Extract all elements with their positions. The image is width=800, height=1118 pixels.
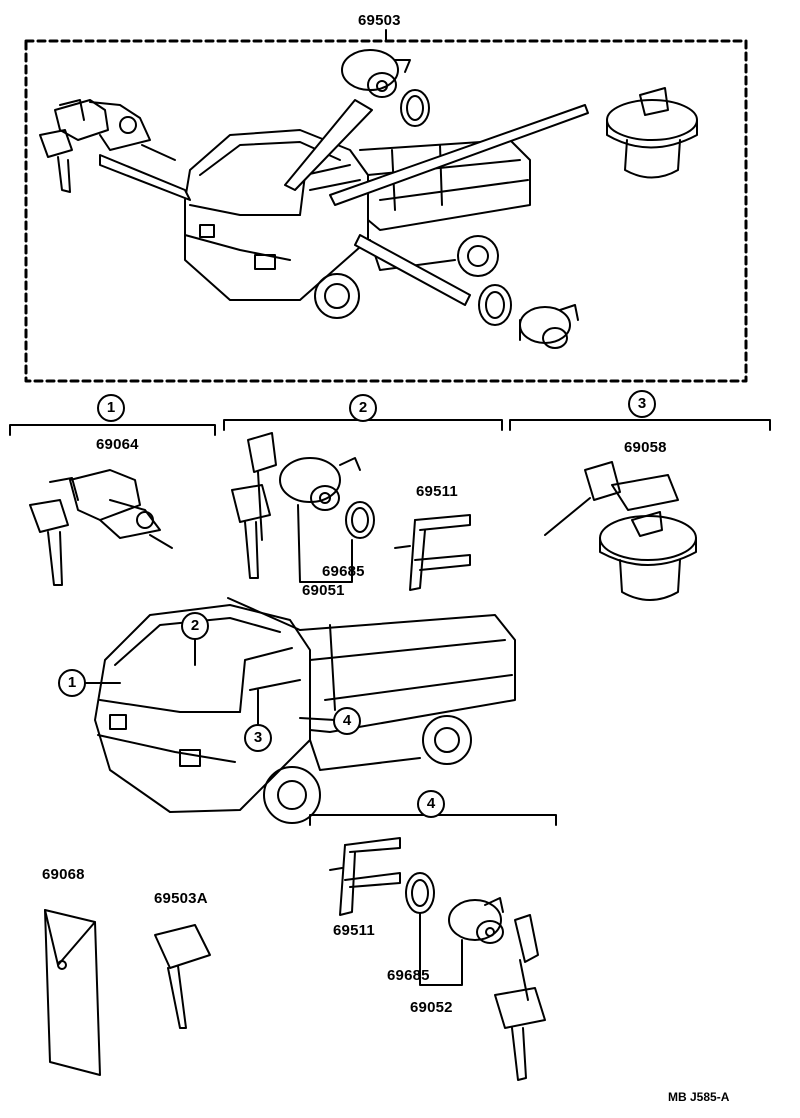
part-label-69511-rear: 69511 [333, 922, 375, 939]
top-door-cylinder-icon [341, 49, 430, 127]
part-label-69058: 69058 [624, 439, 667, 456]
fuel-cap-69058-icon [544, 461, 697, 601]
middle-truck-illustration [94, 597, 516, 824]
group3-bracket [509, 419, 771, 431]
key-blank-69503A-icon [154, 924, 211, 1029]
key-case-69068-icon [44, 909, 101, 1076]
group-marker-4: 4 [417, 790, 445, 818]
truck-callout-4: 4 [333, 707, 361, 735]
top-rear-cylinder-icon [478, 284, 579, 349]
part-label-69503: 69503 [358, 12, 401, 29]
retainer-69511-icon [394, 514, 471, 591]
top-fuel-cap-icon [606, 87, 698, 179]
group-marker-2: 2 [349, 394, 377, 422]
group-marker-1: 1 [97, 394, 125, 422]
top-pointer-arrows [99, 99, 589, 306]
part-label-69685-door: 69685 [322, 563, 365, 580]
top-truck-illustration [184, 129, 531, 319]
part-label-69064: 69064 [96, 436, 139, 453]
retainer-rear-69511-icon [329, 837, 401, 916]
part-label-69052: 69052 [410, 999, 453, 1016]
part-label-69685-rear: 69685 [387, 967, 430, 984]
part-label-69511-door: 69511 [416, 483, 458, 500]
callout4-leader [299, 717, 336, 721]
diagram-reference-code: MB J585-A [668, 1090, 730, 1104]
part-label-69051: 69051 [302, 582, 345, 599]
door-cylinder-69051-icon [231, 432, 375, 583]
part-label-69503A: 69503A [154, 890, 208, 907]
kit-dashed-box [24, 39, 748, 383]
group-marker-3: 3 [628, 390, 656, 418]
ignition-cylinder-69064-icon [29, 469, 173, 586]
part-label-69068: 69068 [42, 866, 85, 883]
truck-callout-3: 3 [244, 724, 272, 752]
rear-cylinder-69052-icon [405, 872, 546, 1081]
top-ignition-cylinder-icon [39, 99, 176, 193]
truck-callout-1: 1 [58, 669, 86, 697]
truck-callout-2: 2 [181, 612, 209, 640]
group1-bracket [9, 424, 216, 436]
